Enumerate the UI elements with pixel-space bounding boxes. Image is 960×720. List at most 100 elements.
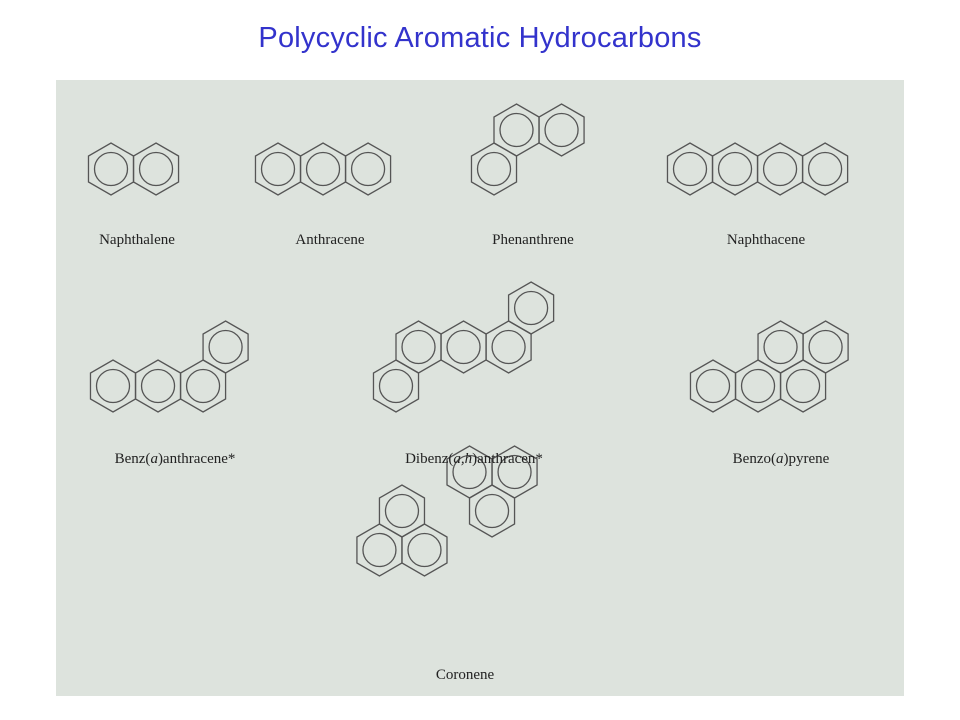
aromatic-circle <box>544 112 579 148</box>
hexagon-ring <box>756 142 804 196</box>
phenanthrene-ring-1 <box>470 142 518 196</box>
hexagon-ring <box>372 359 420 413</box>
hexagon-ring <box>468 484 516 538</box>
phenanthrene-ring-3 <box>538 103 585 157</box>
aromatic-circle <box>808 329 843 365</box>
hexagon-ring <box>179 359 227 413</box>
hexagon-ring <box>344 142 392 196</box>
benz-a-anthracene-ring-2 <box>134 359 182 413</box>
hexagon-ring <box>87 142 135 196</box>
hexagon-ring <box>395 320 442 374</box>
hexagon-ring <box>485 320 532 374</box>
molecule-naphthacene <box>666 142 849 196</box>
anthracene-ring-3 <box>344 142 392 196</box>
aromatic-circle <box>740 368 776 404</box>
hexagon-ring <box>757 320 804 374</box>
benzo-a-pyrene-ring-3 <box>779 359 827 413</box>
aromatic-circle <box>452 454 487 490</box>
benz-a-anthracene-ring-3 <box>179 359 227 413</box>
coronene-ring-4 <box>468 484 516 538</box>
hexagon-ring <box>801 142 849 196</box>
aromatic-circle <box>807 151 843 187</box>
naphthacene-ring-1 <box>666 142 714 196</box>
hexagon-ring <box>134 359 182 413</box>
dibenz-ah-anthracen-ring-5 <box>507 281 555 335</box>
aromatic-circle <box>476 151 512 187</box>
aromatic-circle <box>305 151 341 187</box>
aromatic-circle <box>185 368 221 404</box>
naphthalene-ring-1 <box>87 142 135 196</box>
hexagon-ring <box>202 320 249 374</box>
hexagon-ring <box>779 359 827 413</box>
anthracene-ring-1 <box>254 142 302 196</box>
structures-panel: Naphthalene Anthracene Phenanthrene Naph… <box>56 80 904 696</box>
coronene-ring-3 <box>378 484 426 538</box>
hexagon-ring <box>89 359 137 413</box>
aromatic-circle <box>763 329 798 365</box>
aromatic-circle <box>717 151 753 187</box>
aromatic-circle <box>474 493 510 529</box>
dibenz-ah-anthracen-ring-2 <box>395 320 442 374</box>
molecule-benz-a-anthracene <box>89 320 249 413</box>
benzo-a-pyrene-ring-5 <box>802 320 849 374</box>
hexagon-ring <box>507 281 555 335</box>
aromatic-circle <box>491 329 526 365</box>
aromatic-circle <box>499 112 534 148</box>
phenanthrene-ring-2 <box>493 103 540 157</box>
molecule-benzo-a-pyrene <box>689 320 849 413</box>
naphthacene-ring-3 <box>756 142 804 196</box>
anthracene-ring-2 <box>299 142 347 196</box>
label-naphthalene: Naphthalene <box>99 232 175 248</box>
hexagon-ring <box>666 142 714 196</box>
label-naphthacene: Naphthacene <box>726 232 806 248</box>
aromatic-circle <box>93 151 129 187</box>
molecule-naphthalene <box>87 142 180 196</box>
aromatic-circle <box>208 329 243 365</box>
hexagon-ring <box>378 484 426 538</box>
hexagon-ring <box>470 142 518 196</box>
aromatic-circle <box>401 329 436 365</box>
dibenz-ah-anthracen-ring-3 <box>440 320 487 374</box>
benzo-a-pyrene-ring-4 <box>757 320 804 374</box>
benz-a-anthracene-ring-4 <box>202 320 249 374</box>
benz-a-anthracene-ring-1 <box>89 359 137 413</box>
hexagon-ring <box>689 359 737 413</box>
molecule-anthracene <box>254 142 392 196</box>
dibenz-ah-anthracen-ring-4 <box>485 320 532 374</box>
aromatic-circle <box>407 532 442 568</box>
aromatic-circle <box>260 151 296 187</box>
naphthacene-ring-4 <box>801 142 849 196</box>
label-dibenz-ah-anthracen: Dibenz(a,h)anthracen* <box>405 451 543 467</box>
aromatic-circle <box>384 493 420 529</box>
aromatic-circle <box>362 532 397 568</box>
hexagon-ring <box>802 320 849 374</box>
coronene-ring-5 <box>356 523 403 577</box>
aromatic-circle <box>378 368 414 404</box>
aromatic-circle <box>762 151 798 187</box>
label-phenanthrene: Phenanthrene <box>492 232 574 248</box>
aromatic-circle <box>350 151 386 187</box>
molecule-phenanthrene <box>470 103 585 196</box>
structures-svg <box>87 103 849 577</box>
hexagon-ring <box>734 359 782 413</box>
hexagon-ring <box>254 142 302 196</box>
label-anthracene: Anthracene <box>295 232 365 248</box>
coronene-ring-6 <box>401 523 448 577</box>
aromatic-circle <box>497 454 532 490</box>
label-benz-a-anthracene: Benz(a)anthracene* <box>114 451 236 467</box>
aromatic-circle <box>140 368 176 404</box>
aromatic-circle <box>672 151 708 187</box>
benzo-a-pyrene-ring-1 <box>689 359 737 413</box>
hexagon-ring <box>711 142 759 196</box>
aromatic-circle <box>138 151 174 187</box>
hexagon-ring <box>440 320 487 374</box>
aromatic-circle <box>513 290 549 326</box>
hexagon-ring <box>299 142 347 196</box>
aromatic-circle <box>785 368 821 404</box>
aromatic-circle <box>446 329 481 365</box>
aromatic-circle <box>695 368 731 404</box>
hexagon-ring <box>538 103 585 157</box>
naphthalene-ring-2 <box>132 142 180 196</box>
page-title: Polycyclic Aromatic Hydrocarbons <box>258 22 702 54</box>
label-coronene: Coronene <box>435 667 495 683</box>
